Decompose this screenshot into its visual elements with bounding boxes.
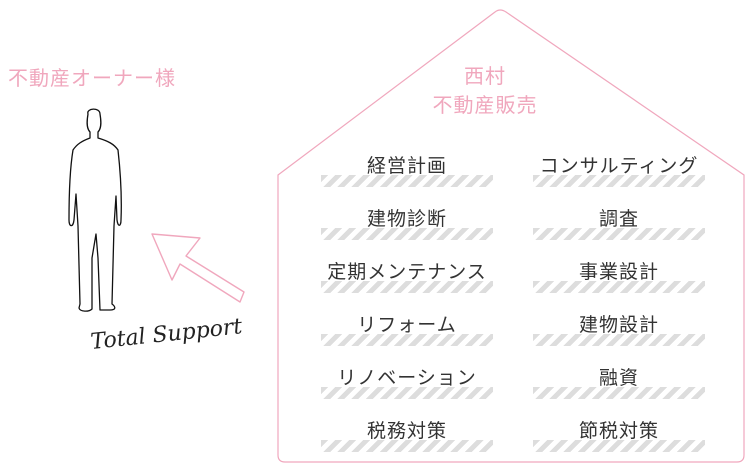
service-label: 税務対策 <box>366 420 447 442</box>
stripe-bar <box>321 281 493 293</box>
service-row: 税務対策 節税対策 <box>318 410 708 463</box>
stripe-bar <box>321 440 493 452</box>
service-item: 融資 <box>513 357 708 410</box>
service-row: 経営計画 コンサルティング <box>318 145 708 198</box>
service-item: コンサルティング <box>513 145 708 198</box>
service-row: 建物診断 調査 <box>318 198 708 251</box>
service-label: リフォーム <box>357 314 457 336</box>
service-row: リフォーム 建物設計 <box>318 304 708 357</box>
service-label: 経営計画 <box>366 155 447 177</box>
company-name: 西村 不動産販売 <box>402 62 568 120</box>
service-item: リフォーム <box>318 304 513 357</box>
total-support-label: Total Support <box>89 314 244 355</box>
service-label: 建物診断 <box>366 208 447 230</box>
service-label: 節税対策 <box>578 420 659 442</box>
stripe-bar <box>533 281 705 293</box>
service-row: リノベーション 融資 <box>318 357 708 410</box>
stripe-bar <box>533 387 705 399</box>
person-silhouette-icon <box>68 108 122 312</box>
service-item: 定期メンテナンス <box>318 251 513 304</box>
service-label: リノベーション <box>337 367 477 389</box>
service-label: 調査 <box>598 208 639 230</box>
service-label: 事業設計 <box>578 261 659 283</box>
service-item: 節税対策 <box>513 410 708 463</box>
company-name-line2: 不動産販売 <box>432 93 538 117</box>
service-item: 建物診断 <box>318 198 513 251</box>
stripe-bar <box>533 334 705 346</box>
service-row: 定期メンテナンス 事業設計 <box>318 251 708 304</box>
stripe-bar <box>533 175 705 187</box>
service-item: リノベーション <box>318 357 513 410</box>
service-label: 建物設計 <box>578 314 659 336</box>
service-label: コンサルティング <box>539 155 699 177</box>
stripe-bar <box>321 334 493 346</box>
service-label: 定期メンテナンス <box>327 261 487 283</box>
stripe-bar <box>533 228 705 240</box>
service-item: 事業設計 <box>513 251 708 304</box>
stripe-bar <box>321 175 493 187</box>
service-item: 経営計画 <box>318 145 513 198</box>
owner-label: 不動産オーナー様 <box>8 66 176 90</box>
service-grid: 経営計画 コンサルティング 建物診断 調査 定期メンテナンス 事業設計 リフォー… <box>318 145 708 463</box>
service-item: 調査 <box>513 198 708 251</box>
stripe-bar <box>321 387 493 399</box>
service-item: 建物設計 <box>513 304 708 357</box>
stripe-bar <box>533 440 705 452</box>
service-label: 融資 <box>598 367 639 389</box>
arrow-icon <box>151 233 245 303</box>
service-item: 税務対策 <box>318 410 513 463</box>
stripe-bar <box>321 228 493 240</box>
company-name-line1: 西村 <box>464 64 506 88</box>
